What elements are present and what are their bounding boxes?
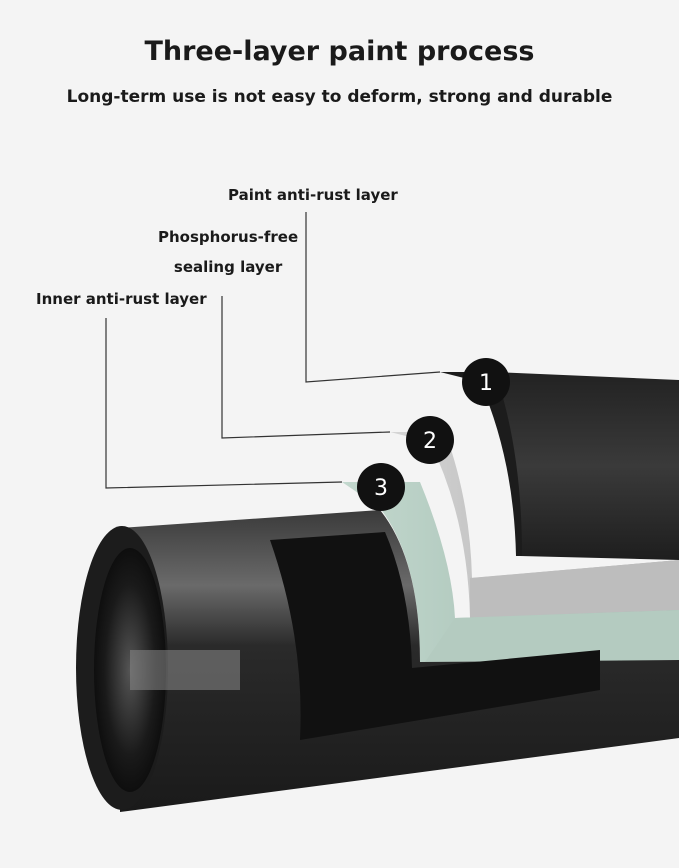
badge-1-number: 1 [479,371,493,396]
outer-paint-shell [495,372,679,560]
tube-interior-highlight [130,650,240,690]
badge-3: 3 [357,463,405,511]
badge-3-number: 3 [374,476,388,501]
badge-2: 2 [406,416,454,464]
inner-layer-strip [425,610,679,662]
badge-1: 1 [462,358,510,406]
sealing-layer-strip [470,560,679,618]
leader-line-1 [306,212,440,382]
badge-2-number: 2 [423,429,437,454]
